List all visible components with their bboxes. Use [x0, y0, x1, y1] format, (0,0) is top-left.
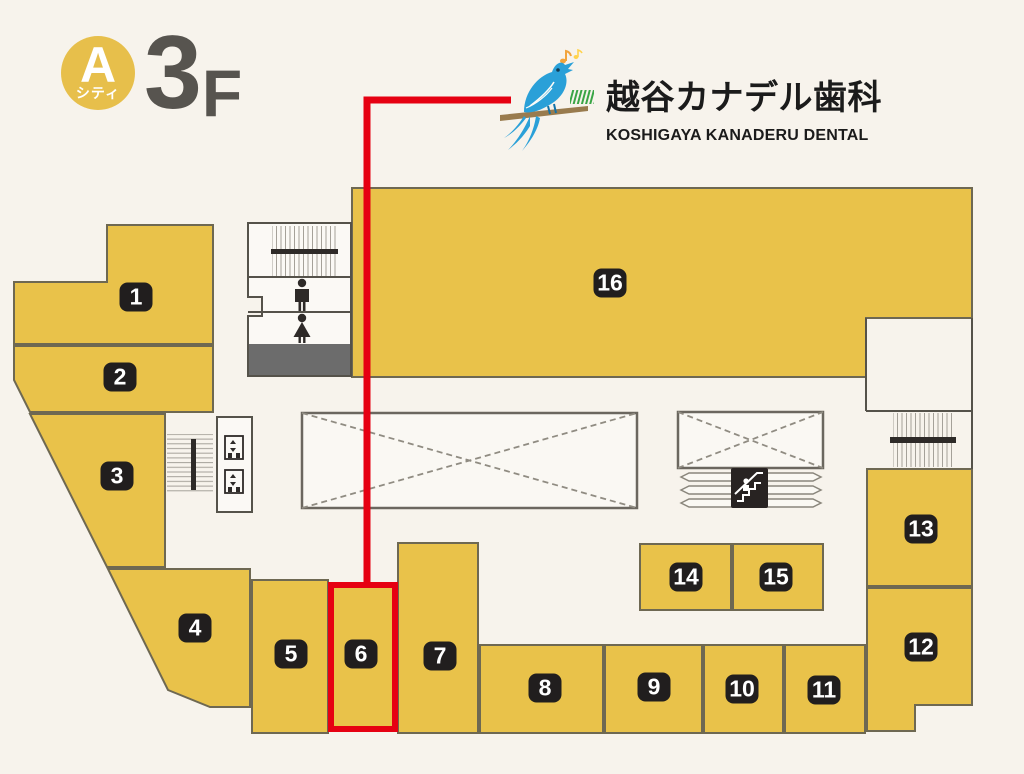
floor-suffix: F	[201, 56, 243, 131]
unit-shape-13	[866, 468, 973, 587]
restroom-block	[247, 222, 352, 377]
floor-number: 3	[144, 15, 202, 131]
clinic-name: 越谷カナデル歯科	[606, 79, 882, 117]
unit-badge-3: 3	[100, 461, 134, 491]
unit-badge-8: 8	[528, 673, 562, 703]
building-badge: A シティ	[61, 36, 135, 110]
right-stairs-corridor	[865, 318, 973, 469]
unit-badge-12: 12	[904, 632, 938, 662]
pointer-line	[363, 96, 511, 584]
unit-badge-5: 5	[274, 639, 308, 669]
clinic-logo-text: 越谷カナデル歯科 KOSHIGAYA KANADERU DENTAL	[606, 70, 882, 145]
highlight-box-unit-6	[328, 582, 398, 732]
unit-badge-16: 16	[593, 268, 627, 298]
floor-label: 3 F	[144, 15, 243, 131]
elevator-block	[216, 416, 253, 513]
building-name: シティ	[75, 85, 121, 101]
unit-shape-3	[28, 413, 166, 568]
unit-badge-7: 7	[423, 641, 457, 671]
unit-badge-6: 6	[344, 639, 378, 669]
restroom-male-icon	[295, 278, 309, 311]
unit-shape-7	[397, 542, 479, 734]
unit-badge-14: 14	[669, 562, 703, 592]
left-stairs	[167, 434, 213, 492]
unit-shape-16	[351, 187, 973, 378]
unit-badge-2: 2	[103, 362, 137, 392]
building-letter: A	[79, 37, 117, 93]
unit-badge-15: 15	[759, 562, 793, 592]
unit-badge-13: 13	[904, 514, 938, 544]
bird-tail	[504, 116, 540, 151]
service-area	[249, 344, 350, 375]
unit-badge-9: 9	[637, 672, 671, 702]
dental-logo-bird-icon	[500, 48, 594, 151]
unit-badge-11: 11	[807, 675, 841, 705]
escalator-icon	[731, 468, 768, 508]
restroom-female-icon	[293, 313, 311, 343]
highlight-annotation	[328, 96, 511, 732]
unit-badge-1: 1	[119, 282, 153, 312]
escalator-zone	[676, 410, 825, 508]
unit-shape-1	[13, 224, 214, 345]
unit-badge-4: 4	[178, 613, 212, 643]
unit-badge-10: 10	[725, 674, 759, 704]
clinic-name-en: KOSHIGAYA KANADERU DENTAL	[606, 127, 869, 144]
elevator-icon	[224, 435, 244, 460]
green-reeds	[570, 90, 594, 104]
branch	[500, 106, 588, 121]
music-notes-icon	[560, 48, 583, 64]
bird-body	[524, 62, 574, 115]
central-void	[300, 411, 639, 510]
elevator-icon	[224, 469, 244, 494]
